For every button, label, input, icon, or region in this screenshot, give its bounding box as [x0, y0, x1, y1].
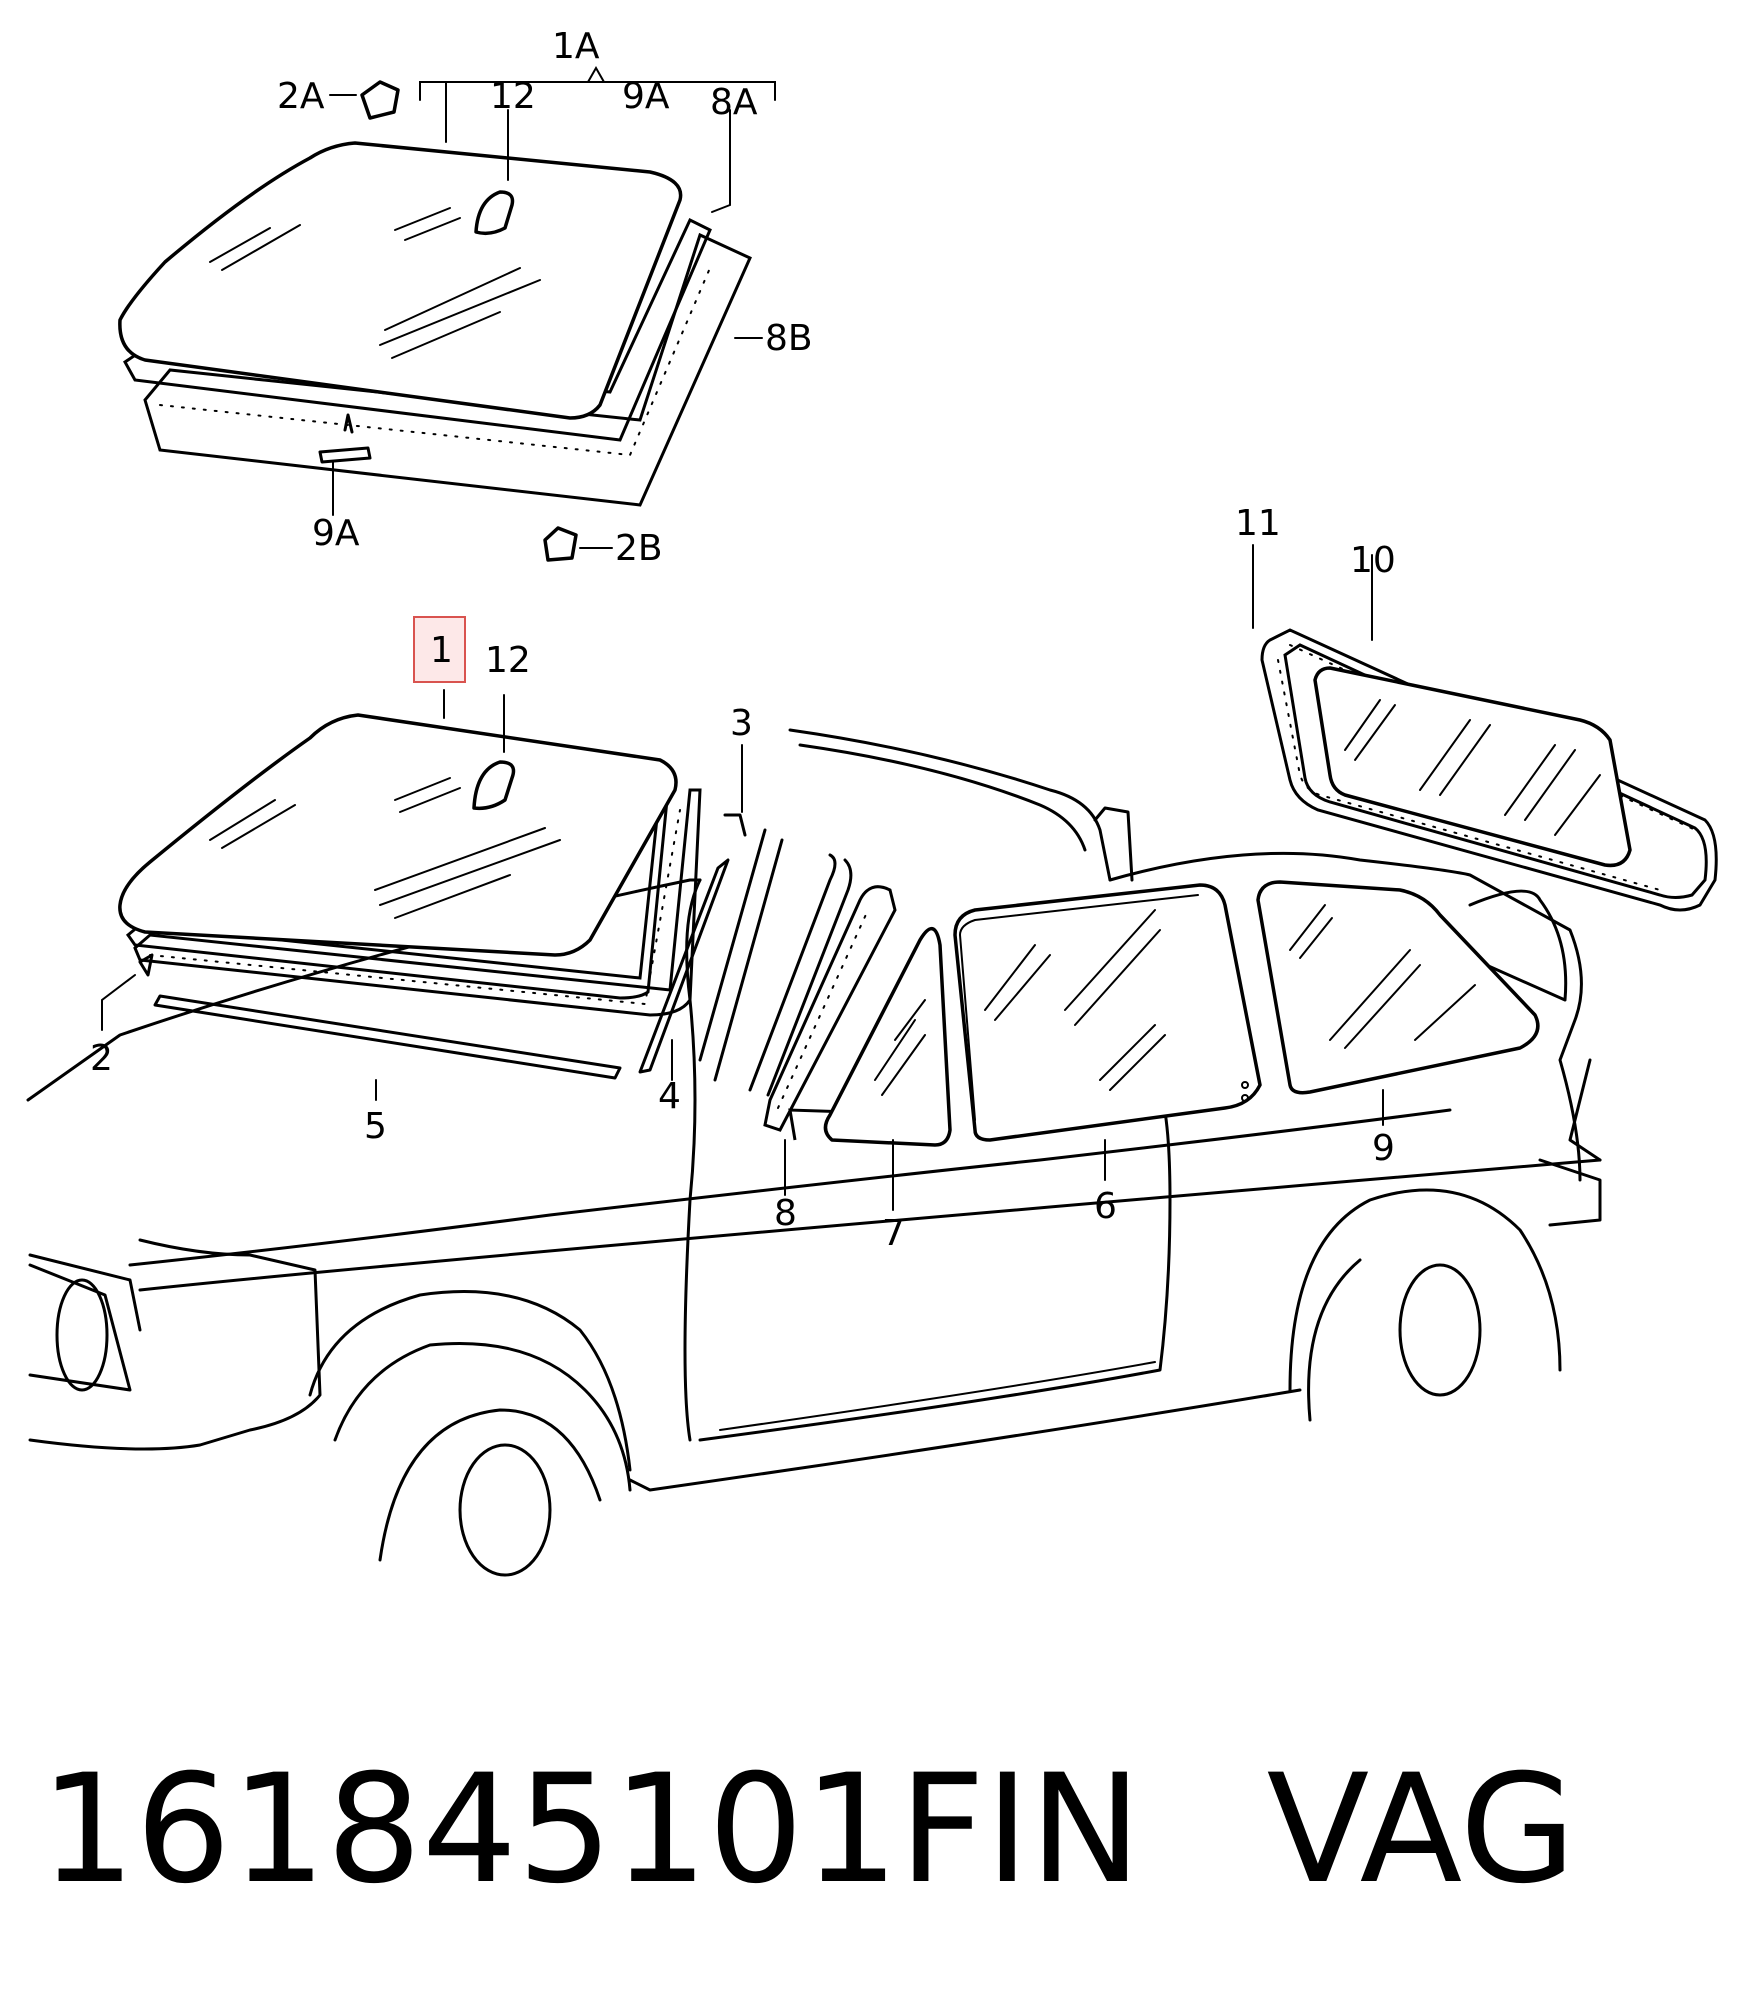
- label-12: 12: [485, 640, 531, 681]
- front-wheel: [458, 1443, 552, 1577]
- quarter-light: [763, 885, 952, 1147]
- label-8a: 8A: [710, 82, 758, 123]
- headlight: [55, 1278, 109, 1392]
- label-11: 11: [1235, 503, 1281, 544]
- windscreen-seal-outer: [133, 788, 702, 1017]
- rear-wheel-arch: [1288, 1188, 1562, 1392]
- brand: VAG: [1266, 1743, 1576, 1917]
- label-5: 5: [364, 1106, 387, 1147]
- clip-2: [138, 953, 154, 977]
- rear-side-glass-9: [1256, 880, 1540, 1095]
- mirror-base-12: [472, 760, 516, 811]
- label-10: 10: [1350, 540, 1396, 581]
- windscreen-exploded-view: 1A 2A 12 9A 8A 8B 9A 2B: [118, 26, 813, 569]
- label-12-top: 12: [490, 76, 536, 117]
- b-pillar: [1093, 806, 1134, 882]
- label-1[interactable]: 1: [430, 630, 453, 671]
- windscreen-main: [118, 713, 702, 1080]
- label-9a-bottom: 9A: [312, 513, 360, 554]
- door-glass: [953, 883, 1262, 1142]
- label-1a-bracket: [419, 81, 776, 101]
- vent-glass-7: [823, 927, 952, 1147]
- vent-seal-8: [763, 885, 897, 1132]
- rear-quarter: [1108, 851, 1583, 1182]
- trim-strip-5: [153, 994, 622, 1080]
- label-3: 3: [730, 703, 753, 744]
- label-7: 7: [882, 1213, 905, 1254]
- leader-lines: [101, 544, 1384, 1211]
- rear-window-glass: [1313, 666, 1632, 868]
- seal-8b: [143, 232, 752, 507]
- label-8: 8: [774, 1193, 797, 1234]
- label-4: 4: [658, 1076, 681, 1117]
- front-wheel-arch: [308, 1290, 632, 1472]
- label-2b: 2B: [615, 528, 663, 569]
- rear-window-seal-11: [1260, 628, 1718, 912]
- trim-strip-9a: [318, 446, 372, 464]
- car-body: [26, 728, 1602, 1577]
- rear-wheel: [1398, 1263, 1482, 1397]
- door-panel: [698, 1088, 1172, 1442]
- clip-2b: [543, 526, 578, 562]
- label-6: 6: [1094, 1186, 1117, 1227]
- rear-window: [1260, 628, 1718, 912]
- door-front-edge: [683, 878, 702, 1442]
- clip-2a: [360, 80, 400, 120]
- rear-side-glass: [1256, 880, 1540, 1095]
- trim-3: [723, 813, 747, 837]
- label-1a: 1A: [552, 26, 600, 67]
- label-2: 2: [90, 1038, 113, 1079]
- parts-diagram: 1A 2A 12 9A 8A 8B 9A 2B: [26, 26, 1718, 1577]
- label-8b: 8B: [765, 318, 813, 359]
- windscreen-glass-1: [118, 713, 678, 957]
- part-number: 161845101FIN: [40, 1743, 1142, 1917]
- sill: [628, 1388, 1302, 1492]
- mirror-base-12-top: [474, 190, 515, 236]
- trim-4: [638, 858, 730, 1074]
- callout-labels: 1 12 3 2 5 4 8 7 6 9 10 11: [90, 503, 1396, 1254]
- rear-lamp: [1468, 889, 1568, 1002]
- front-bumper: [28, 1238, 322, 1451]
- rear-bumper: [1538, 1158, 1602, 1227]
- highlight-box: [413, 616, 466, 683]
- a-pillar-trims: [638, 813, 853, 1097]
- label-9: 9: [1372, 1128, 1395, 1169]
- part-number-footer: 161845101FIN VAG: [40, 1745, 1720, 1915]
- label-9a-top: 9A: [622, 76, 670, 117]
- label-2a: 2A: [277, 76, 325, 117]
- glass-1a: [118, 141, 683, 420]
- belt-line: [128, 1108, 1452, 1267]
- rear-window-seal-10: [1283, 643, 1708, 899]
